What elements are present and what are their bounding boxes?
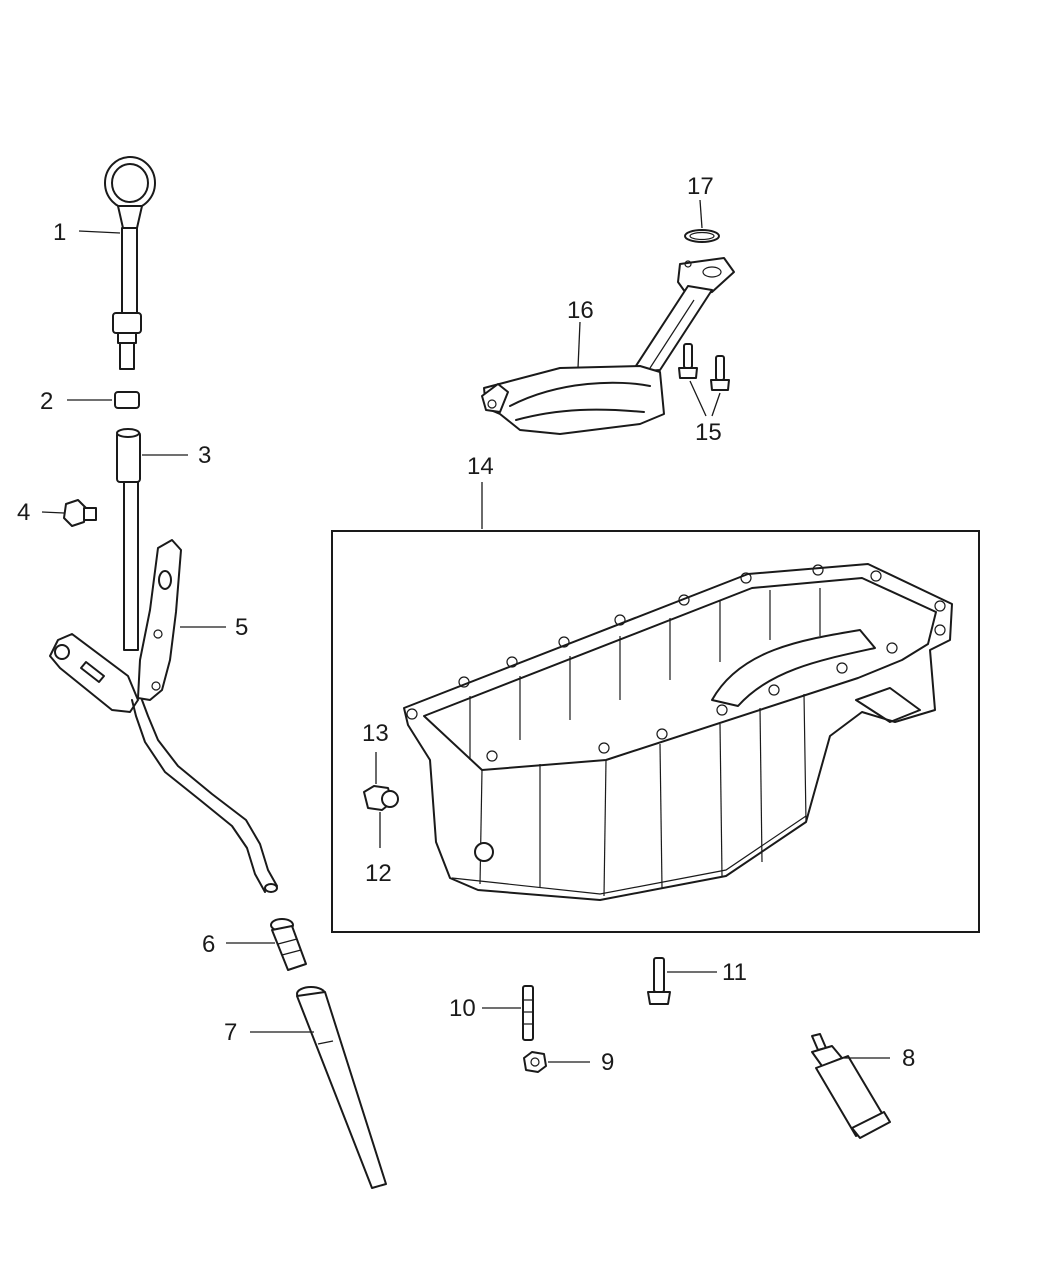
- callout-5: 5: [235, 614, 248, 641]
- part-pickup-bolts: [678, 343, 730, 391]
- callout-13: 13: [362, 720, 389, 747]
- callout-17: 17: [687, 173, 714, 200]
- callout-15: 15: [695, 419, 722, 446]
- part-bolt-pan: [647, 957, 671, 1005]
- callout-11: 11: [722, 959, 747, 986]
- part-sealant-tube: [811, 1033, 891, 1139]
- callout-12: 12: [365, 860, 392, 887]
- part-o-ring: [684, 229, 720, 243]
- callout-14: 14: [467, 453, 494, 480]
- callout-9: 9: [601, 1049, 614, 1076]
- part-oil-pan: [403, 563, 953, 901]
- callout-6: 6: [202, 931, 215, 958]
- callout-3: 3: [198, 442, 211, 469]
- part-bolt-small: [63, 499, 97, 527]
- callout-8: 8: [902, 1045, 915, 1072]
- part-dipstick: [104, 156, 156, 370]
- part-seal: [114, 391, 140, 409]
- callout-16: 16: [567, 297, 594, 324]
- part-dipstick-tube: [49, 428, 278, 893]
- part-oil-pickup: [481, 257, 735, 435]
- callout-1: 1: [53, 219, 66, 246]
- callout-2: 2: [40, 388, 53, 415]
- part-stud: [522, 985, 534, 1041]
- callout-numbers: 1 2 3 4 5 6 7 8 9 10 11 12 13 14 15 16 1…: [17, 173, 915, 1076]
- callout-7: 7: [224, 1019, 237, 1046]
- leader-lines: [41, 199, 890, 1063]
- callout-4: 4: [17, 499, 30, 526]
- callout-10: 10: [449, 995, 476, 1022]
- part-fitting: [270, 918, 307, 971]
- part-drain-plug: [363, 785, 399, 811]
- part-tube: [296, 986, 387, 1189]
- oil-pan-frame: [331, 530, 980, 933]
- part-nut: [523, 1051, 547, 1073]
